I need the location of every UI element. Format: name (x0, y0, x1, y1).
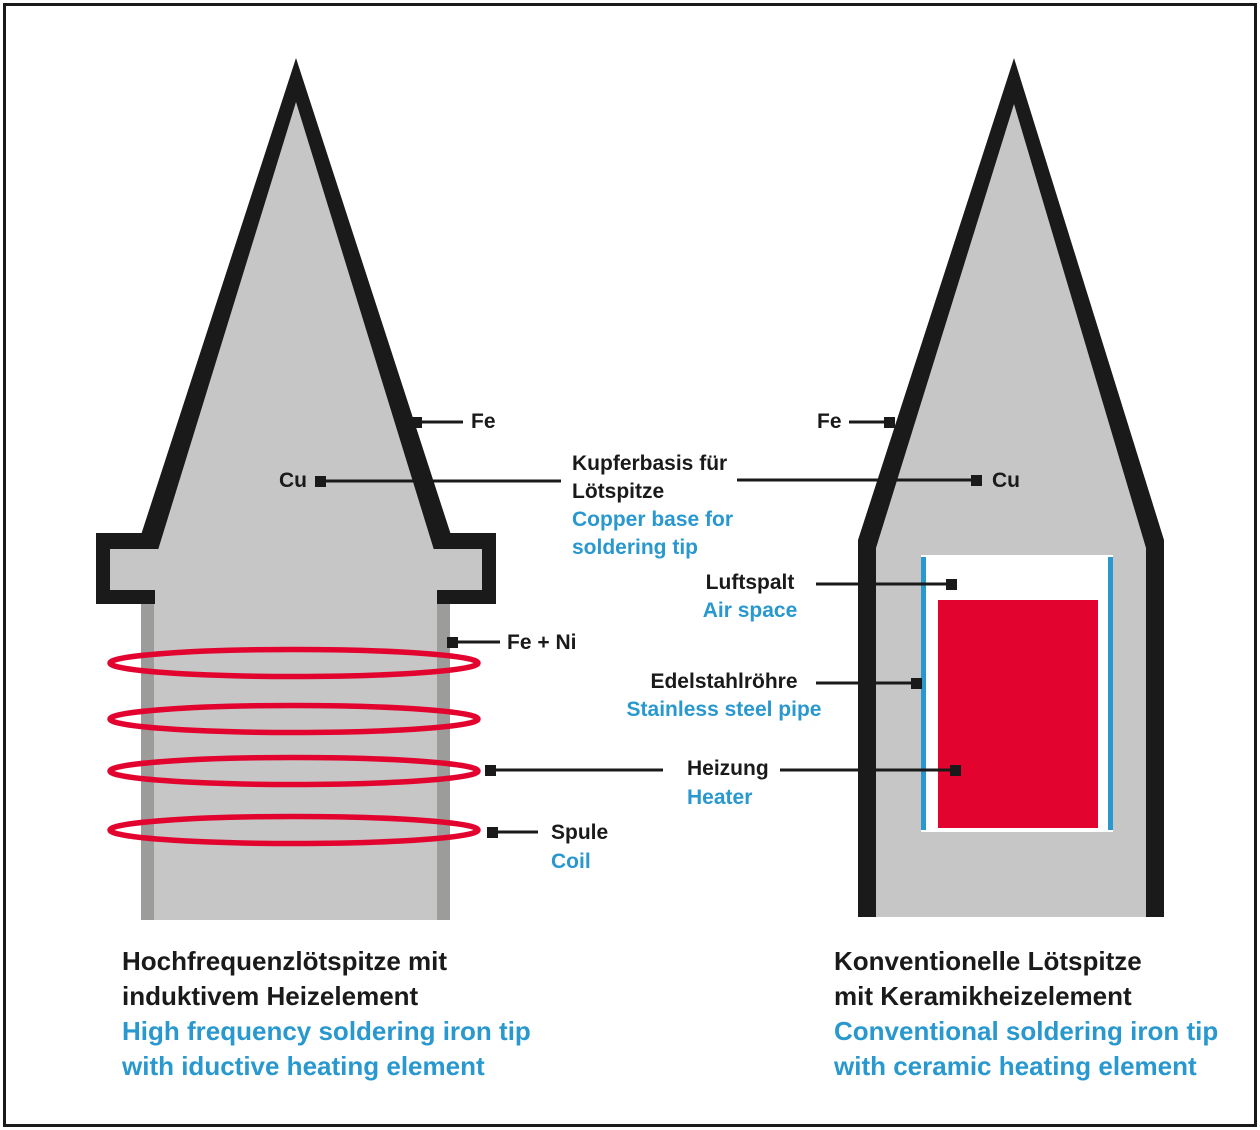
kupferbasis-en-line2: soldering tip (572, 536, 698, 559)
right-caption-de-line1: Konventionelle Lötspitze (834, 946, 1142, 976)
right-caption-de-line2: mit Keramikheizelement (834, 981, 1132, 1011)
coil-turn (107, 646, 481, 680)
steel-pipe-left-wall (921, 557, 926, 830)
cu-left-text: Cu (279, 469, 307, 492)
left-tip-flange-neck-fill (155, 549, 437, 604)
fe-left-label: Fe (471, 408, 496, 436)
left-tip-caption: Hochfrequenzlötspitze mit induktivem Hei… (122, 944, 531, 1084)
left-caption-de-line1: Hochfrequenzlötspitze mit (122, 946, 448, 976)
edelstahlroehre-label: Edelstahlröhre Stainless steel pipe (627, 668, 822, 724)
left-caption-de-line2: induktivem Heizelement (122, 981, 419, 1011)
luftspalt-de: Luftspalt (705, 571, 795, 594)
kupferbasis-de-line2: Lötspitze (572, 480, 665, 503)
left-caption-en-line1: High frequency soldering iron tip (122, 1016, 531, 1046)
feni-label: Fe + Ni (507, 629, 576, 657)
spule-label: Spule Coil (551, 818, 608, 876)
feni-marker (447, 637, 458, 648)
edelstahlroehre-de: Edelstahlröhre (650, 670, 798, 693)
steel-pipe-right-wall (1108, 557, 1113, 830)
fe-right-text: Fe (817, 410, 842, 433)
luftspalt-label: Luftspalt Air space (703, 569, 798, 625)
cu-right-marker (971, 475, 982, 486)
fe-left-text: Fe (471, 410, 496, 433)
ceramic-heater-block (938, 600, 1098, 828)
kupferbasis-en-line1: Copper base for (572, 508, 734, 531)
cu-left-marker (315, 476, 326, 487)
right-tip-caption: Konventionelle Lötspitze mit Keramikheiz… (834, 944, 1218, 1084)
heizung-coil-marker (485, 765, 496, 776)
edelstahlroehre-en: Stainless steel pipe (626, 698, 822, 721)
callout-lines (315, 417, 982, 838)
cu-left-label: Cu (279, 467, 307, 495)
feni-text: Fe + Ni (507, 631, 577, 654)
coil-turn (107, 702, 481, 736)
right-tip-shape (858, 58, 1164, 917)
heizung-heater-marker (950, 765, 961, 776)
kupferbasis-de-line1: Kupferbasis für (572, 452, 728, 475)
spule-marker (487, 827, 498, 838)
coil-turn (107, 813, 481, 847)
heizung-en: Heater (687, 786, 753, 809)
spule-de: Spule (551, 821, 609, 844)
kupferbasis-label: Kupferbasis für Lötspitze Copper base fo… (572, 450, 733, 562)
heizung-de: Heizung (687, 757, 769, 780)
cu-right-label: Cu (992, 467, 1020, 495)
heizung-label: Heizung Heater (687, 754, 769, 812)
fe-left-marker (411, 417, 422, 428)
coil-turn (107, 754, 481, 788)
luftspalt-en: Air space (702, 599, 798, 622)
luftspalt-marker (946, 579, 957, 590)
left-caption-en-line2: with iductive heating element (122, 1051, 485, 1081)
right-caption-en-line1: Conventional soldering iron tip (834, 1016, 1219, 1046)
fe-right-marker (884, 417, 895, 428)
induction-coil (107, 646, 481, 847)
fe-right-label: Fe (817, 408, 842, 436)
cu-right-text: Cu (992, 469, 1020, 492)
left-tip-cone-fill (158, 102, 434, 550)
spule-en: Coil (551, 850, 591, 873)
right-caption-en-line2: with ceramic heating element (834, 1051, 1197, 1081)
edelstahlroehre-marker (911, 678, 922, 689)
left-tip-shape (96, 58, 496, 920)
